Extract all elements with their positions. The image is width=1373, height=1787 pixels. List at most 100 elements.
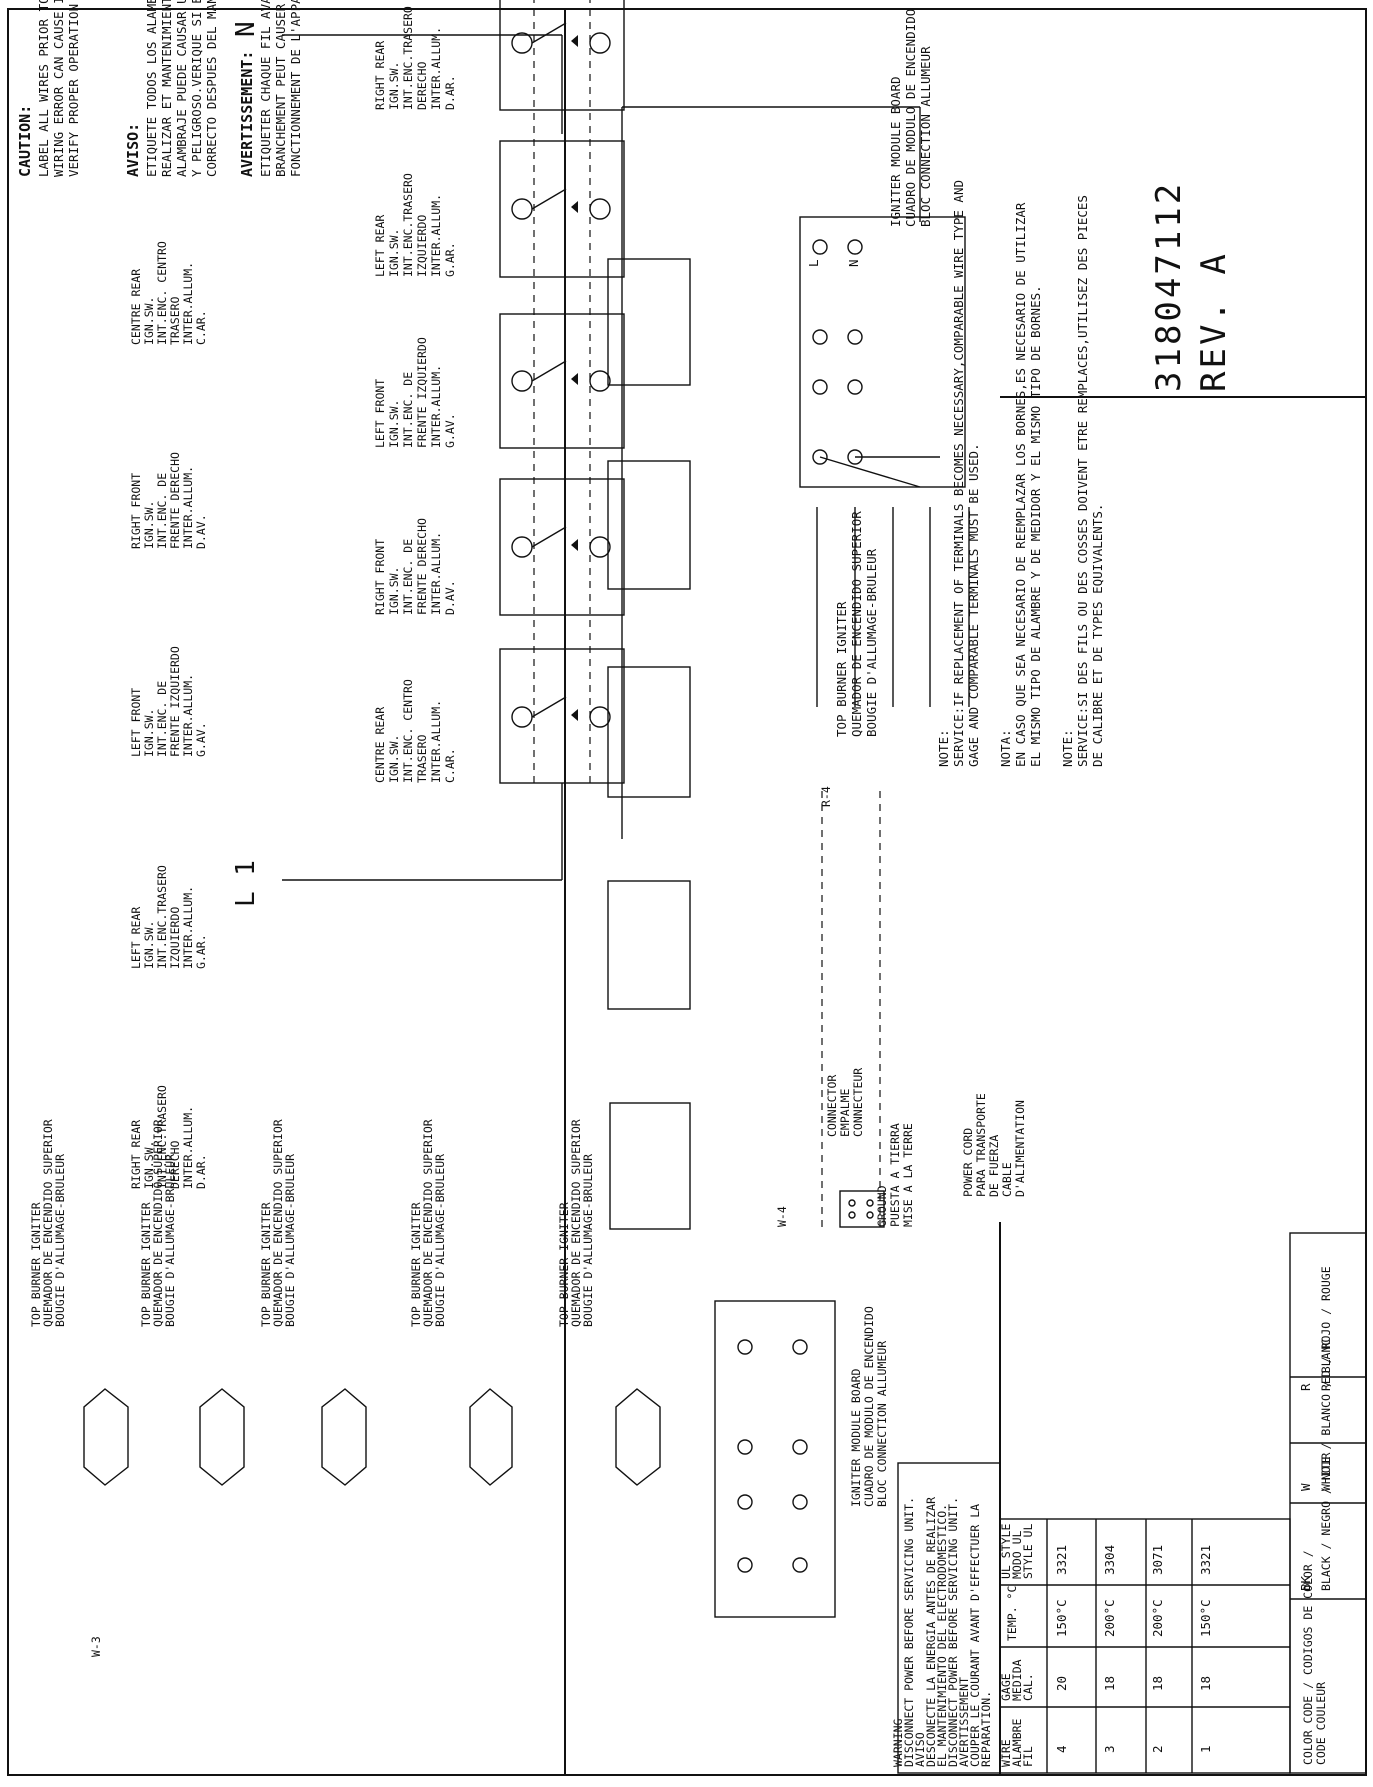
- wire-table-header: ALAMBRE: [1010, 1718, 1024, 1767]
- color-code-name: BLACK / NEGRO / NOIR: [1319, 1452, 1333, 1591]
- caution-line: LABEL ALL WIRES PRIOR TO DISCONNECTION W…: [36, 0, 51, 177]
- switch-label: IGN.SW.: [387, 735, 401, 783]
- wire-table-cell: 3071: [1150, 1545, 1165, 1575]
- switch-label: D.AR.: [443, 75, 457, 110]
- color-code-grid: [1289, 1232, 1367, 1774]
- warning-line: AVISO: [913, 1732, 927, 1767]
- module-bottom-label: IGNITER MODULE BOARD: [849, 1368, 863, 1507]
- ladder-diagram: L 1 N L N: [231, 0, 970, 907]
- switch-label: INTER.ALLUM.: [429, 27, 443, 110]
- drawing-number: 318047112: [1149, 181, 1189, 392]
- wire-table-header: CAL.: [1021, 1673, 1035, 1701]
- schematic-switch-label: C.AR.: [194, 310, 208, 345]
- switch-label: FRENTE DERECHO: [415, 518, 429, 615]
- aviso-line: REALIZAR ET MANTENIMIENTO DE LOS CONTROL…: [159, 0, 174, 177]
- power-cord-label: DE FUERZA: [987, 1135, 1001, 1197]
- switch-label: INT.ENC. CENTRO: [401, 679, 415, 783]
- module-bottom-label: BLOC CONNECTION ALLUMEUR: [875, 1341, 889, 1507]
- connector-block: [839, 1190, 885, 1228]
- note-line: EN CASO QUE SEA NECESARIO DE REEMPLAZAR …: [1013, 202, 1028, 767]
- schematic-switch-label: INT.ENC. DE: [155, 681, 169, 757]
- switch-label: IZQUIERDO: [415, 215, 429, 277]
- note-line: SERVICE:SI DES FILS OU DES COSSES DOIVEN…: [1075, 195, 1090, 767]
- connector-label: CONNECTOR: [825, 1075, 839, 1137]
- schematic-switch-label: INTER.ALLUM.: [181, 674, 195, 757]
- module-board-bottom: [714, 1300, 836, 1618]
- note-line: GAGE AND COMPARABLE TERMINALS MUST BE US…: [966, 443, 981, 767]
- wire-table-grid: [999, 1518, 1291, 1774]
- wire-table-header: MODO UL: [1010, 1530, 1024, 1579]
- wire-table-cell: 18: [1198, 1676, 1213, 1691]
- connector-label: CONNECTEUR: [851, 1068, 865, 1137]
- revision-label: REV. A: [1194, 251, 1234, 392]
- wire-table-cell: 200°C: [1102, 1599, 1117, 1637]
- switch-label: INTER.ALLUM.: [429, 365, 443, 448]
- ground-label: GROUND: [875, 1185, 889, 1227]
- warning-line: REPARATION.: [979, 1691, 993, 1767]
- burner-bottom-label: TOP BURNER IGNITER: [29, 1202, 43, 1327]
- schematic-switch-label: TRASERO: [168, 296, 182, 345]
- aviso-line: ETIQUETE TODOS LOS ALAMBRES ANTES DE DES…: [144, 0, 159, 177]
- burner-top-label: BOUGIE D'ALLUMAGE-BRULEUR: [864, 548, 879, 737]
- wire-w4-label: W-4: [775, 1206, 789, 1227]
- aviso-line: ALAMBRAJE PUEDE CAUSAR UN FUNCIONAMIENTO…: [174, 0, 189, 177]
- switch-label: INT.ENC.TRASERO: [401, 173, 415, 277]
- wire-table-header: TEMP. °C: [1005, 1586, 1019, 1641]
- avertissement-heading: AVERTISSEMENT:: [238, 51, 256, 177]
- schematic-switch-label: INT.ENC. DE: [155, 473, 169, 549]
- switch-label: LEFT FRONT: [373, 379, 387, 448]
- burner-bottom-label: QUEMADOR DE ENCENDIDO SUPERIOR: [569, 1119, 583, 1327]
- module-top-label: BLOC CONNECTION ALLUMEUR: [918, 46, 933, 227]
- schematic-diagram: [83, 258, 885, 1618]
- switch-centre-rear: [499, 648, 625, 784]
- schematic-switch-label: FRENTE DERECHO: [168, 452, 182, 549]
- power-cord-label: PARA TRANSPORTE: [974, 1093, 988, 1197]
- wire-w3-label: W-3: [89, 1636, 103, 1657]
- note-line: DE CALIBRE ET DE TYPES EQUIVALENTS.: [1090, 504, 1105, 767]
- wire-table-cell: 3: [1102, 1745, 1117, 1753]
- burner-bottom-label: TOP BURNER IGNITER: [259, 1202, 273, 1327]
- switch-label: IGN.SW.: [387, 567, 401, 615]
- text-layer: CAUTION:LABEL ALL WIRES PRIOR TO DISCONN…: [16, 0, 1333, 1767]
- burner-bottom-label: TOP BURNER IGNITER: [409, 1202, 423, 1327]
- wire-table-header: WIRE: [999, 1739, 1013, 1767]
- note-heading: NOTE:: [1060, 729, 1075, 767]
- warning-line: DESCONECTE LA ENERGIA ANTES DE REALIZAR: [924, 1497, 938, 1767]
- color-code-footer: COLOR CODE / CODIGOS DE COLOR /: [1301, 1550, 1315, 1765]
- aviso-line: Y PELIGROSO.VERIQUE SI EL FUNCIONAMIENTO…: [189, 0, 204, 177]
- warning-line: EL MANTENIMIENTO DEL ELECTRODOMESTICO.: [935, 1504, 949, 1767]
- avertissement-line: BRANCHEMENT PEUT CAUSER UNE OPERATION DA…: [273, 0, 288, 177]
- note-line: SERVICE:IF REPLACEMENT OF TERMINALS BECO…: [951, 180, 966, 767]
- schematic-switch-label: LEFT FRONT: [129, 688, 143, 757]
- switch-right-rear: [499, 0, 625, 111]
- burner-leads-top: [816, 507, 970, 707]
- aviso-heading: AVISO:: [124, 123, 142, 177]
- ground-label: MISE A LA TERRE: [901, 1123, 915, 1227]
- switch-label: LEFT REAR: [373, 215, 387, 277]
- burner-top-label: QUEMADOR DE ENCENDIDO SUPERIOR: [849, 511, 864, 737]
- aviso-line: CORRECTO DESPUES DEL MANTENIMIENTO.: [204, 0, 219, 177]
- schematic-switch-label: INT.ENC.TRASERO: [155, 1085, 169, 1189]
- schematic-switch-label: INTER.ALLUM.: [181, 262, 195, 345]
- wire-table-header: UL STYLE: [999, 1524, 1013, 1579]
- switch-label: IGN.SW.: [387, 400, 401, 448]
- wire-table-header: STYLE UL: [1021, 1524, 1035, 1579]
- switch-label: FRENTE IZQUIERDO: [415, 337, 429, 448]
- burner-bottom-label: TOP BURNER IGNITER: [139, 1202, 153, 1327]
- burner-bottom-label: BOUGIE D'ALLUMAGE-BRULEUR: [433, 1154, 447, 1327]
- wire-table-cell: 18: [1150, 1676, 1165, 1691]
- burner-bottom-label: BOUGIE D'ALLUMAGE-BRULEUR: [581, 1154, 595, 1327]
- burner-top-label: TOP BURNER IGNITER: [834, 601, 849, 737]
- schematic-switch-label: FRENTE IZQUIERDO: [168, 646, 182, 757]
- burner-igniters: [83, 1388, 661, 1486]
- switch-left-front: [499, 313, 625, 449]
- schematic-switch-label: INTER.ALLUM.: [181, 886, 195, 969]
- switch-label: INT.ENC.TRASERO: [401, 6, 415, 110]
- burner-bottom-label: QUEMADOR DE ENCENDIDO SUPERIOR: [271, 1119, 285, 1327]
- switch-label: RIGHT FRONT: [373, 539, 387, 615]
- switch-label: TRASERO: [415, 734, 429, 783]
- switch-label: INT.ENC. DE: [401, 539, 415, 615]
- wire-table-header: GAGE: [999, 1673, 1013, 1701]
